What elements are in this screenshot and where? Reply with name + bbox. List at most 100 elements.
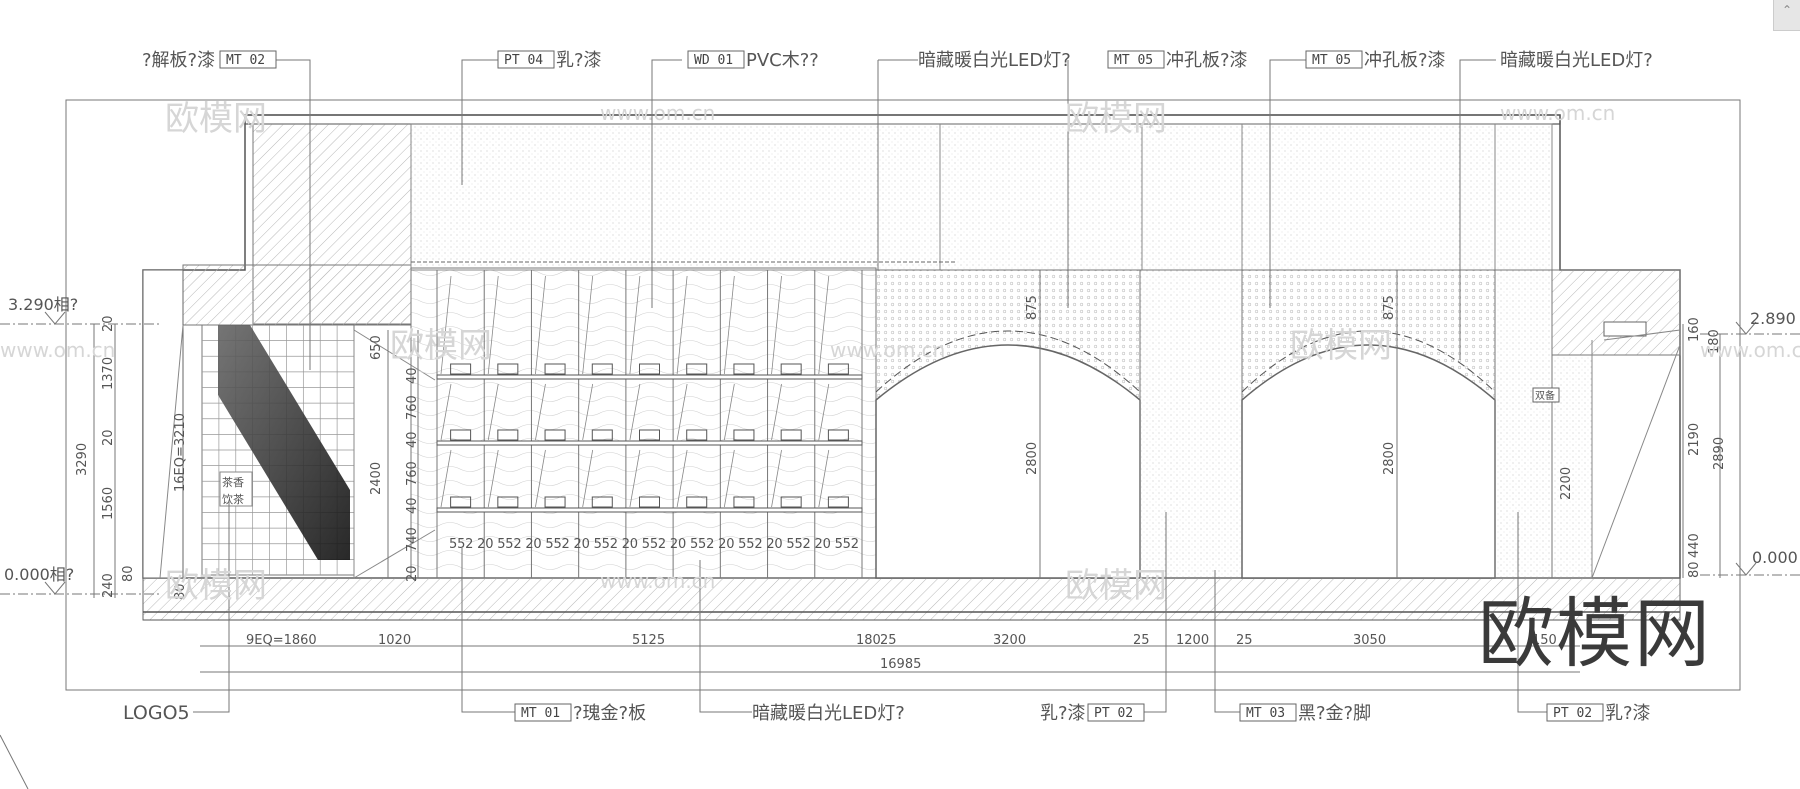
callout-mt01-tag: MT 01 (521, 706, 560, 721)
bdim-9eq: 9EQ=1860 (246, 633, 317, 648)
shelf-item (686, 429, 708, 441)
arch-right (1241, 269, 1496, 579)
floor-band (142, 577, 1681, 621)
corner-collapse-button[interactable]: ⌃ (1773, 0, 1800, 31)
plaster-ceiling (410, 123, 1553, 271)
callout-pt02-text: 乳?漆 (1040, 703, 1086, 724)
shelf-item (450, 496, 472, 508)
arch-left (875, 269, 1141, 579)
ldim-80: 80 (121, 565, 136, 582)
callout-5-tag: MT 05 (1312, 53, 1351, 68)
shelf-slant-line (676, 383, 688, 441)
callout-4-tag: MT 05 (1114, 53, 1153, 68)
shelf-item (544, 496, 566, 508)
shelf-slant-line (487, 275, 499, 375)
rdim-440: 440 (1687, 533, 1702, 558)
watermark-4: 欧模网 (1290, 326, 1392, 366)
shelf-item (733, 363, 755, 375)
bdim-25a: 25 (880, 633, 897, 648)
callout-3-tag: WD 01 (694, 53, 733, 68)
shelf-item (686, 363, 708, 375)
shelf-board (436, 507, 863, 513)
shelf-board (436, 374, 863, 380)
shelf-slant-line (535, 275, 546, 375)
shelf-slant-line (723, 383, 735, 441)
shelf-item (591, 496, 613, 508)
callout-pt02b-text: 乳?漆 (1605, 703, 1651, 724)
dim-875-right: 875 (1382, 295, 1397, 320)
idim-40b: 40 (405, 431, 420, 448)
idim-40a: 40 (405, 367, 420, 384)
rdim-160: 160 (1687, 317, 1702, 342)
logo-grid: 茶香 饮茶 (201, 324, 355, 576)
shelf-slant-line (771, 449, 782, 508)
callout-mt03-tag: MT 03 (1246, 706, 1285, 721)
shelf-item (450, 363, 472, 375)
dim-875-left: 875 (1025, 295, 1040, 320)
bdim-5125: 5125 (632, 633, 665, 648)
callout-1-tag: MT 02 (226, 53, 265, 68)
shelf-slant-line (440, 383, 452, 441)
bdim-3200: 3200 (993, 633, 1026, 648)
ldim-1370: 1370 (101, 357, 116, 390)
idim-740: 740 (405, 527, 420, 552)
shelf-slant-line (582, 383, 594, 441)
shelf-item (686, 496, 708, 508)
shelf-slant-line (582, 449, 594, 508)
shelf-board (436, 440, 863, 446)
level-markers: 3.290相? 0.000相? 2.890 0.000 (0, 295, 1800, 595)
callout-logo-text: LOGO5 (123, 702, 190, 724)
shelf-slant-line (487, 383, 499, 441)
idim-2400: 2400 (369, 462, 384, 495)
shelf-item (639, 363, 660, 375)
label-shuangbei: 双备 (1535, 389, 1555, 402)
callout-led-bottom: 暗藏暖白光LED灯? (752, 703, 905, 724)
shelf-item (733, 429, 755, 441)
center-column (1139, 269, 1243, 579)
shelf-widths: 552 20 552 20 552 20 552 20 552 20 552 2… (449, 537, 859, 552)
shelf-item (827, 429, 849, 441)
shelf-item (780, 363, 802, 375)
logo-text-2: 饮茶 (222, 493, 244, 506)
top-callouts: ?解板?漆 MT 02 PT 04 乳?漆 WD 01 PVC木?? 暗藏暖白光… (142, 50, 1653, 71)
watermark-5: 欧模网 (165, 566, 267, 606)
watermarks: 欧模网 www.om.cn 欧模网 www.om.cn www.om.cn 欧模… (0, 99, 1800, 606)
shelf-item (780, 496, 802, 508)
bdim-180: 180 (856, 633, 881, 648)
shelf-slant-line (535, 449, 546, 508)
shelf-item (544, 363, 566, 375)
shelf-item (591, 429, 613, 441)
shelf-item (497, 429, 519, 441)
watermark-url-6: www.om.cn (600, 569, 715, 593)
bottom-callouts: LOGO5 MT 01 ?瑰金?板 暗藏暖白光LED灯? 乳?漆 PT 02 M… (123, 702, 1651, 724)
shelf-slant-line (629, 383, 641, 441)
shelf-slant-line (487, 449, 499, 508)
logo-text-1: 茶香 (222, 476, 244, 489)
ldim-240: 240 (101, 573, 116, 598)
callout-5-text: 冲孔板?漆 (1364, 50, 1446, 71)
callout-mt01-text: ?瑰金?板 (573, 703, 646, 724)
callout-2-tag: PT 04 (504, 53, 543, 68)
inner-dims: 16EQ=3210 650 2400 40 760 40 760 40 740 … (173, 330, 420, 600)
idim-650: 650 (369, 335, 384, 360)
shelf-slant-line (723, 275, 735, 375)
callout-3-text: PVC木?? (746, 50, 819, 71)
shelf-item (639, 429, 660, 441)
rdim-2200: 2200 (1559, 467, 1574, 500)
idim-16eq: 16EQ=3210 (173, 413, 188, 492)
watermark-url-5: www.om.cn (1700, 338, 1800, 362)
shelf-slant-line (629, 275, 641, 375)
bdim-1200: 1200 (1176, 633, 1209, 648)
shelf-slant-line (723, 449, 735, 508)
bottom-dims: 9EQ=1860 1020 5125 180 25 3200 25 1200 2… (200, 633, 1580, 673)
dim-2800-right: 2800 (1382, 442, 1397, 475)
shelf-slant-line (582, 275, 594, 375)
level-left-top: 3.290相? (8, 295, 78, 314)
watermark-3: 欧模网 (390, 326, 492, 366)
ldim-20a: 20 (101, 315, 116, 332)
ldim-20b: 20 (101, 429, 116, 446)
idim-40c: 40 (405, 497, 420, 514)
watermark-1: 欧模网 (165, 99, 267, 139)
watermark-6: 欧模网 (1065, 566, 1167, 606)
